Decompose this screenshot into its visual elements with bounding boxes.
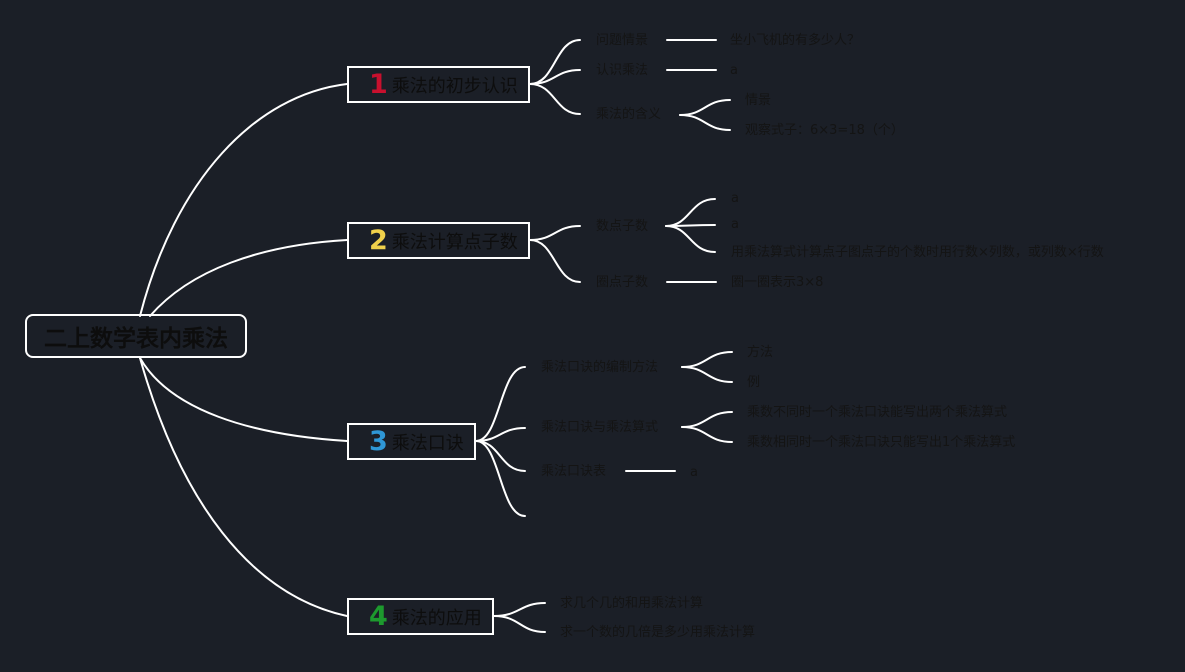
connector-b2-c1 <box>529 225 581 241</box>
leaf-b2-2-1[interactable]: 圈一圈表示3×8 <box>731 275 824 290</box>
connector-b2-c1-leaf3 <box>665 225 716 253</box>
root-node[interactable]: 二上数学表内乘法 <box>25 314 247 358</box>
leaf-b1-1-1[interactable]: 坐小飞机的有多少人？ <box>730 33 861 48</box>
topic-b3-1[interactable]: 乘法口诀的编制方法 <box>541 360 659 375</box>
branch-node-2[interactable]: 2 乘法计算点子数 <box>347 222 530 259</box>
leaf-b2-1-3[interactable]: 用乘法算式计算点子图点子的个数时用行数×列数，或列数×行数 <box>731 245 1104 260</box>
branch-label-3: 乘法口诀 <box>391 432 464 454</box>
topic-b1-1[interactable]: 问题情景 <box>596 33 649 48</box>
connector-b2-c1-leaf2 <box>665 224 716 227</box>
branch-label-1: 乘法的初步认识 <box>391 75 518 97</box>
topic-b4-1[interactable]: 求几个几的和用乘法计算 <box>560 596 704 611</box>
connector-b2-c2 <box>529 239 581 283</box>
connector-root-branch2 <box>149 239 348 317</box>
leaf-b2-1-1[interactable]: a <box>731 191 739 206</box>
leaf-b3-1-1[interactable]: 方法 <box>747 345 774 360</box>
root-label: 二上数学表内乘法 <box>44 326 228 352</box>
topic-b3-3[interactable]: 乘法口诀表 <box>541 464 607 479</box>
connector-b3-c4 <box>475 440 526 517</box>
topic-b2-2[interactable]: 圈点子数 <box>596 275 649 290</box>
leaf-b1-2-1[interactable]: a <box>730 63 738 78</box>
leaf-b1-3-1[interactable]: 情景 <box>745 93 772 108</box>
connector-b3-c1 <box>475 366 526 442</box>
connector-root-branch3 <box>139 357 348 442</box>
connector-root-branch1 <box>139 83 348 317</box>
connector-b4-c2 <box>493 615 546 633</box>
branch-number-3: 3 <box>369 426 388 457</box>
leaf-b3-1-2[interactable]: 例 <box>747 375 761 390</box>
connector-b1-c3-leaf2 <box>679 114 731 131</box>
branch-node-1[interactable]: 1 乘法的初步认识 <box>347 66 530 103</box>
topic-b2-1[interactable]: 数点子数 <box>596 219 649 234</box>
topic-b4-2[interactable]: 求一个数的几倍是多少用乘法计算 <box>560 625 756 640</box>
branch-label-2: 乘法计算点子数 <box>391 231 518 253</box>
leaf-b1-3-2[interactable]: 观察式子：6×3=18（个） <box>745 123 904 138</box>
branch-label-4: 乘法的应用 <box>391 607 482 629</box>
leaf-b3-3-1[interactable]: a <box>690 465 698 480</box>
connector-b1-c3 <box>529 83 581 115</box>
topic-b3-2[interactable]: 乘法口诀与乘法算式 <box>541 420 659 435</box>
leaf-b3-2-2[interactable]: 乘数相同时一个乘法口诀只能写出1个乘法算式 <box>747 435 1016 450</box>
connector-b3-c2-leaf2 <box>681 426 733 443</box>
connector-b3-c2-leaf1 <box>681 411 733 428</box>
connector-root-branch4 <box>139 357 348 617</box>
branch-node-3[interactable]: 3 乘法口诀 <box>347 423 476 460</box>
connector-b3-c3 <box>475 440 526 472</box>
leaf-b3-2-1[interactable]: 乘数不同时一个乘法口诀能写出两个乘法算式 <box>747 405 1008 420</box>
branch-number-1: 1 <box>369 69 388 100</box>
connector-b2-c1-leaf1 <box>665 198 716 227</box>
branch-number-4: 4 <box>369 601 388 632</box>
leaf-b2-1-2[interactable]: a <box>731 217 739 232</box>
connector-b1-c3-leaf1 <box>679 99 731 116</box>
topic-b1-2[interactable]: 认识乘法 <box>596 63 649 78</box>
branch-number-2: 2 <box>369 225 388 256</box>
connector-b3-c1-leaf1 <box>681 351 733 368</box>
branch-node-4[interactable]: 4 乘法的应用 <box>347 598 494 635</box>
connector-b4-c1 <box>493 602 546 617</box>
topic-b1-3[interactable]: 乘法的含义 <box>596 107 662 122</box>
connector-b3-c1-leaf2 <box>681 366 733 383</box>
